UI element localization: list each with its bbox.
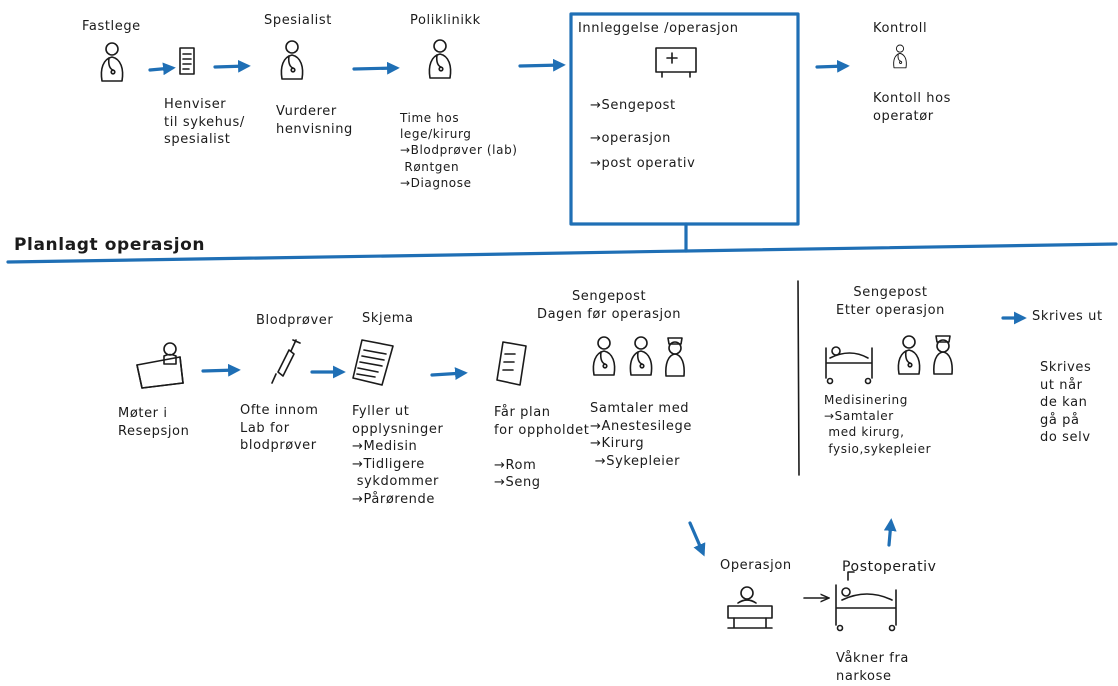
- hospital-bed-icon: [825, 346, 873, 385]
- arrow-to-operasjon: [688, 521, 706, 557]
- innleggelse-item-operasjon: →operasjon: [590, 131, 671, 146]
- sengepost-for-caption: Samtaler med →Anestesilege →Kirurg →Syke…: [590, 401, 692, 469]
- spesialist-title: Spesialist: [264, 13, 332, 28]
- doctor-icon-kontroll: [893, 44, 907, 69]
- fastlege-title: Fastlege: [82, 19, 141, 34]
- sengepost-etter-title: Sengepost Etter operasjon: [836, 285, 945, 318]
- blodprover-title: Blodprøver: [256, 313, 334, 328]
- innleggelse-box: [569, 12, 800, 226]
- arrow-to-sengepost-etter: [883, 518, 897, 547]
- poliklinikk-caption: Time hos lege/kirurg →Blodprøver (lab) R…: [400, 111, 518, 190]
- skjema-title: Skjema: [362, 311, 414, 326]
- arrow-to-innleggelse: [518, 58, 566, 72]
- doctor-icon-fastlege: [100, 42, 124, 82]
- fastlege-caption: Henviser til sykehus/ spesialist: [164, 97, 245, 148]
- resepsjon-caption: Møter i Resepsjon: [118, 406, 190, 439]
- doctor-icon-spesialist: [280, 40, 304, 80]
- kontroll-caption: Kontoll hos operatør: [873, 91, 952, 124]
- recovery-bed-icon: [835, 571, 897, 632]
- operating-table-icon: [727, 586, 773, 629]
- hospital-sign-icon: [655, 47, 697, 78]
- form-icon: [352, 339, 394, 386]
- postoperativ-caption: Våkner fra narkose: [836, 651, 909, 684]
- doctor-icon-etter: [897, 335, 921, 375]
- doctor-icon-anestesilege: [592, 336, 616, 376]
- section-title: Planlagt operasjon: [14, 235, 206, 255]
- nurse-icon-sykepleier: [665, 337, 685, 377]
- nurse-icon-etter: [933, 335, 953, 375]
- referral-document-icon: [179, 47, 195, 75]
- innleggelse-item-postoperativ: →post operativ: [590, 156, 696, 171]
- arrow-to-spesialist: [213, 59, 251, 73]
- skjema-caption: Fyller ut opplysninger →Medisin →Tidlige…: [352, 404, 444, 507]
- poliklinikk-title: Poliklinikk: [410, 13, 481, 28]
- section-divider: [6, 242, 1118, 264]
- blodprover-caption: Ofte innom Lab for blodprøver: [240, 403, 319, 454]
- innleggelse-item-sengepost: →Sengepost: [590, 98, 676, 113]
- syringe-icon: [271, 339, 301, 384]
- arrow-to-blodprover: [201, 363, 241, 377]
- skrives-ut-caption: Skrives ut når de kan gå på do selv: [1040, 360, 1092, 446]
- spesialist-caption: Vurderer henvisning: [276, 104, 353, 137]
- sengepost-etter-caption: Medisinering →Samtaler med kirurg, fysio…: [824, 393, 932, 456]
- innleggelse-title: Innleggelse /operasjon: [578, 21, 739, 36]
- vertical-separator: [797, 280, 800, 476]
- doctor-icon-poliklinikk: [428, 39, 452, 79]
- arrow-to-poliklinikk: [352, 61, 400, 75]
- sengepost-for-title: Sengepost Dagen før operasjon: [537, 289, 682, 322]
- arrow-to-plan: [430, 367, 468, 380]
- doctor-icon-kirurg: [629, 336, 653, 376]
- plan-caption: Får plan for oppholdet →Rom →Seng: [494, 405, 590, 491]
- arrow-fastlege-to-referral: [148, 62, 176, 76]
- operasjon-title: Operasjon: [720, 558, 792, 573]
- plan-document-icon: [496, 341, 527, 386]
- arrow-to-kontroll: [815, 59, 850, 73]
- postoperativ-title: Postoperativ: [842, 559, 937, 575]
- reception-desk-icon: [136, 342, 184, 389]
- kontroll-title: Kontroll: [873, 21, 928, 36]
- skrives-ut-title: Skrives ut: [1032, 309, 1103, 324]
